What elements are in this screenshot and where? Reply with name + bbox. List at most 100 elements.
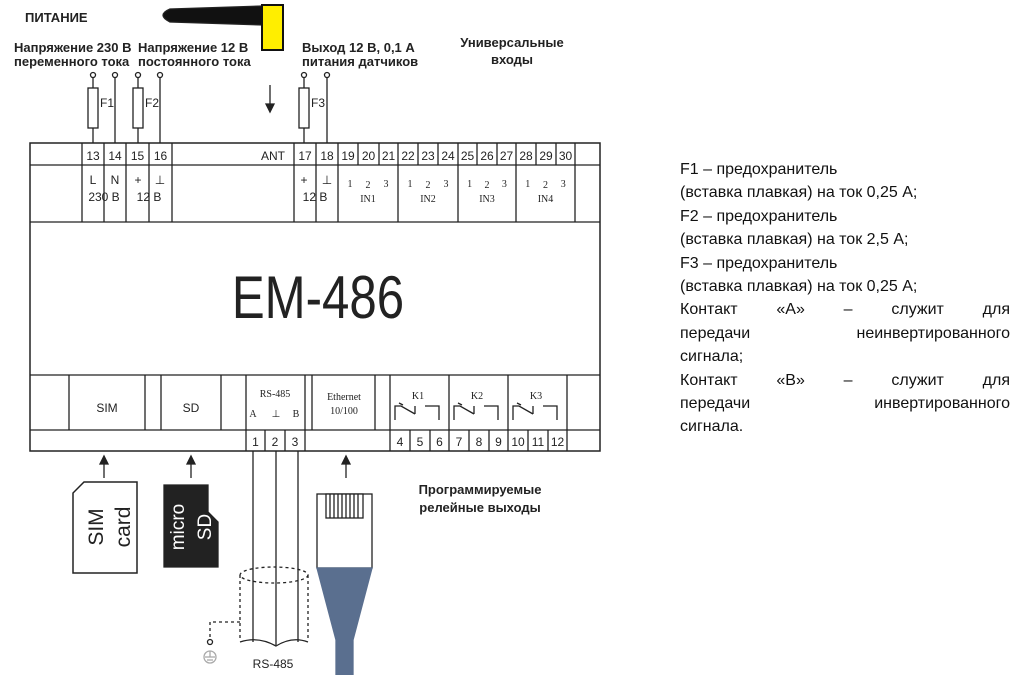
terminal-number: 10 [511,435,525,449]
terminal-number: 30 [559,149,573,163]
terminal-number: 12 [551,435,565,449]
terminal-label-gnd: ⊥ [322,173,332,187]
ethernet-label: Ethernet [327,392,361,403]
sim-slot-label: SIM [96,401,117,415]
terminal-number: 21 [382,149,396,163]
legend-line: (вставка плавкая) на ток 0,25 А; [680,278,918,296]
rs485-wires [203,451,309,664]
arrow-up-icon [98,454,110,478]
terminal-number: 3 [292,435,299,449]
legend-line: передачи инвертированного [680,395,1010,413]
terminal-label-n: N [111,173,120,187]
relay-label: K3 [530,391,542,402]
terminal-number: 17 [298,149,312,163]
power-wires [87,71,331,143]
sd-slot-label: SD [183,401,200,415]
rs485-label: RS-485 [260,389,291,400]
label-output: Выход 12 В, 0,1 А [302,40,415,55]
terminal-number: 9 [495,435,502,449]
fuse-label: F2 [145,96,159,110]
sim-card-text-2: card [112,507,135,548]
relay-outputs-title: Программируемые [419,482,542,497]
terminal-number: 18 [320,149,334,163]
terminal-number: 24 [441,149,455,163]
terminal-number: 19 [341,149,355,163]
input-pin-label: 1 [525,179,530,190]
terminal-number: 27 [500,149,514,163]
terminal-number: 29 [539,149,553,163]
terminal-number: 14 [108,149,122,163]
antenna-tip [261,4,284,51]
legend-line: F3 – предохранитель [680,254,838,272]
ethernet-speed-label: 10/100 [330,406,358,417]
legend-line: (вставка плавкая) на ток 2,5 А; [680,231,909,249]
input-pin-label: 2 [366,180,371,191]
legend-line: Контакт «В» – служит для [680,371,1010,389]
terminal-number: 6 [436,435,443,449]
label-230v: Напряжение 230 В [14,40,131,55]
fuse-label: F3 [311,96,325,110]
microsd-text-2: SD [195,514,216,540]
universal-inputs-title-2: входы [491,52,533,67]
terminal-number: 20 [362,149,376,163]
input-pin-label: 1 [408,179,413,190]
rs485-b-label: B [293,409,300,420]
legend-line: сигнала; [680,348,744,366]
relay-label: K1 [412,391,424,402]
rs485-a-label: A [249,409,257,420]
microsd-text: micro [168,504,189,550]
relay-outputs-title-2: релейные выходы [419,500,540,515]
terminal-number: 25 [461,149,475,163]
relay-contact-icon [394,402,440,420]
rs485-gnd-label: ⊥ [272,409,281,420]
label-12v: Напряжение 12 В [138,40,248,55]
legend-line: сигнала. [680,418,744,436]
relay-contact-icon [512,402,558,420]
fuse-label: F1 [100,96,114,110]
input-pin-label: 2 [426,180,431,191]
terminal-number: 1 [252,435,259,449]
terminal-number: 26 [480,149,494,163]
universal-inputs-title: Универсальные [460,35,563,50]
terminal-number: 13 [86,149,100,163]
input-pin-label: 2 [543,180,548,191]
input-pin-label: 2 [485,180,490,191]
terminal-number: 5 [417,435,424,449]
terminal-label-gnd: ⊥ [155,173,165,187]
label-12v-dc: постоянного тока [138,54,251,69]
terminal-number: 11 [532,435,545,449]
input-pin-label: 1 [348,179,353,190]
antenna-icon [162,5,263,26]
sim-card-icon [72,481,138,574]
legend-line: (вставка плавкая) на ток 0,25 А; [680,184,918,202]
label-12v-terminal: 12 В [137,190,162,204]
sim-card-text: SIM [85,508,108,545]
label-12v-output-terminal: 12 В [303,190,328,204]
fuse-contact-legend: F1 – предохранитель (вставка плавкая) на… [680,158,1010,439]
relay-label: K2 [471,391,483,402]
legend-line: Контакт «А» – служит для [680,301,1010,319]
input-pin-label: 3 [502,179,507,190]
terminal-number: 8 [476,435,483,449]
terminal-label-plus: + [134,173,141,187]
input-group-label: IN4 [538,194,554,205]
arrow-down-icon [264,85,276,114]
label-output-sensors: питания датчиков [302,54,418,69]
label-230v-terminal: 230 В [88,190,119,204]
power-title: ПИТАНИЕ [25,10,88,25]
label-230v-ac: переменного тока [14,54,130,69]
relay-contact-icon [453,402,499,420]
arrow-up-icon [185,454,197,478]
terminal-label-plus: + [300,173,307,187]
ground-icon [203,650,217,664]
input-pin-label: 1 [467,179,472,190]
terminal-number: 7 [456,435,463,449]
legend-line: F1 – предохранитель [680,161,838,178]
device-body [29,142,601,452]
input-group-label: IN3 [479,194,495,205]
input-pin-label: 3 [384,179,389,190]
input-pin-label: 3 [444,179,449,190]
ant-label: ANT [261,149,286,163]
